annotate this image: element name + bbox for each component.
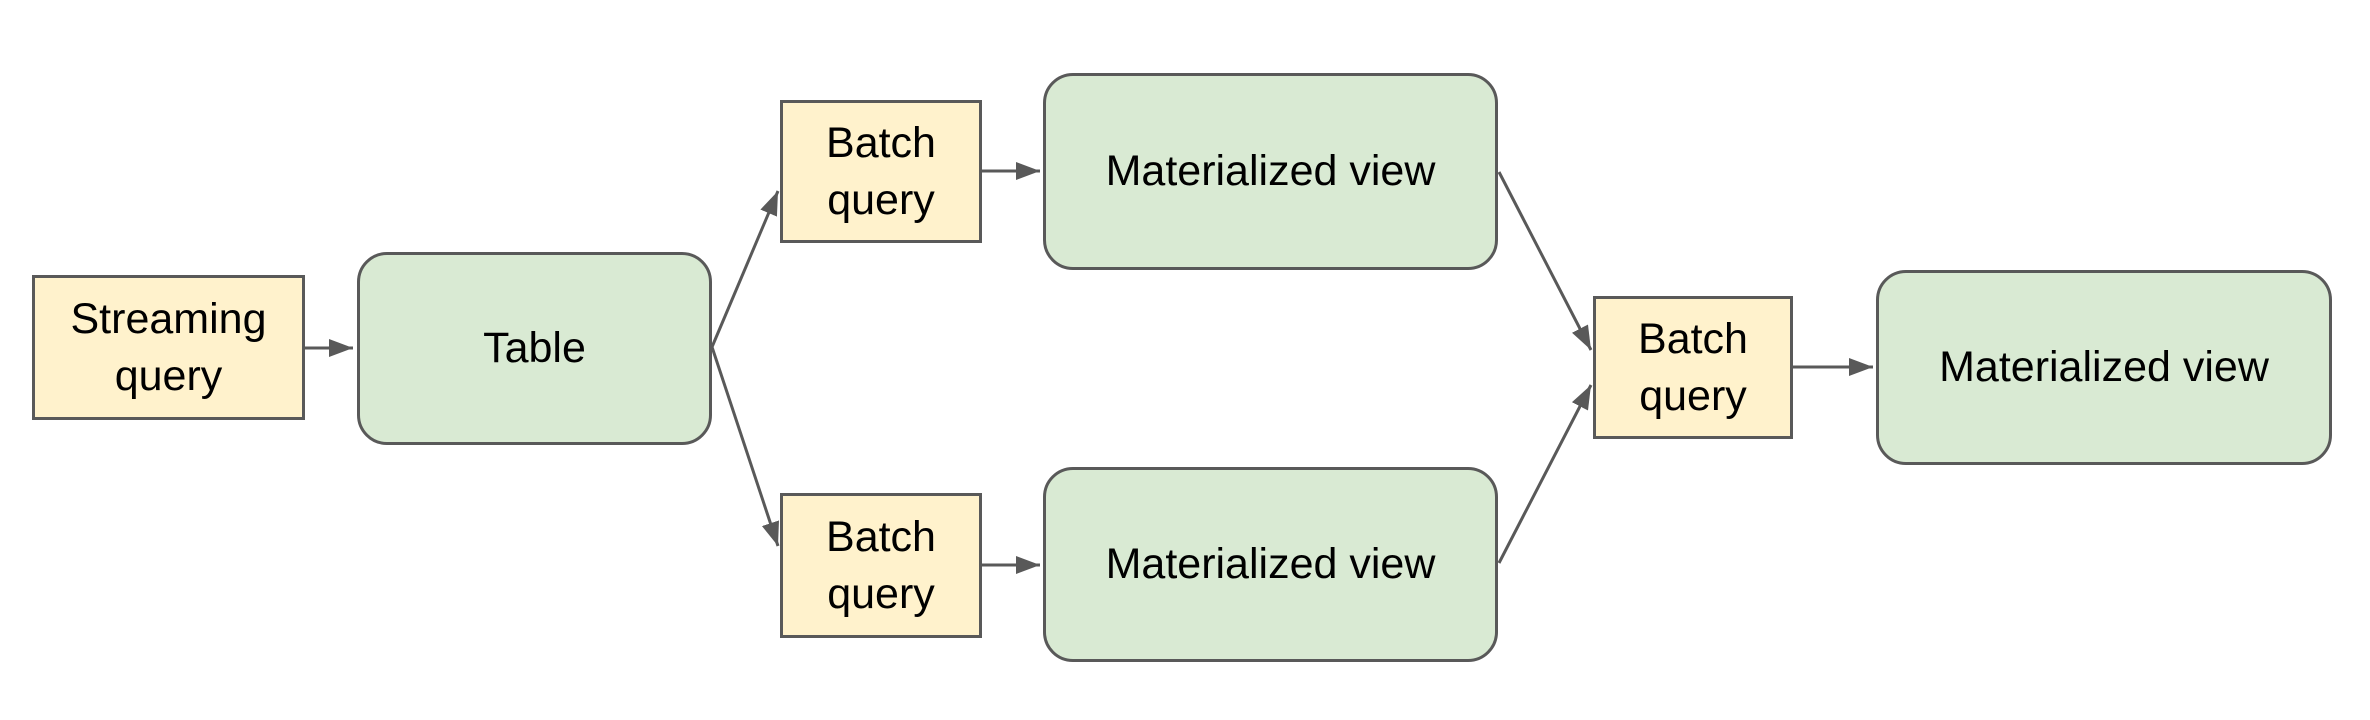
node-materialized-view-top: Materialized view xyxy=(1043,73,1498,270)
node-table-label: Table xyxy=(483,324,586,372)
node-streaming-query-label: Streaming query xyxy=(70,294,267,400)
node-batch-query-top-label: Batch query xyxy=(826,118,936,224)
arrow-table-to-batch-query-bottom xyxy=(710,346,780,547)
node-batch-query-bottom: Batch query xyxy=(780,493,982,638)
node-streaming-query: Streaming query xyxy=(32,275,305,420)
node-materialized-view-top-label: Materialized view xyxy=(1105,147,1436,195)
node-batch-query-bottom-label: Batch query xyxy=(826,512,936,618)
node-materialized-view-final: Materialized view xyxy=(1876,270,2332,465)
arrow-materialized-view-top-to-batch-query-merge xyxy=(1497,171,1593,351)
arrow-table-to-batch-query-top xyxy=(710,190,780,348)
node-materialized-view-bottom-label: Materialized view xyxy=(1105,540,1436,588)
node-batch-query-merge-label: Batch query xyxy=(1638,314,1748,420)
node-materialized-view-final-label: Materialized view xyxy=(1939,343,2269,391)
node-batch-query-top: Batch query xyxy=(780,100,982,243)
node-batch-query-merge: Batch query xyxy=(1593,296,1793,439)
node-materialized-view-bottom: Materialized view xyxy=(1043,467,1498,662)
arrow-materialized-view-bottom-to-batch-query-merge xyxy=(1497,384,1593,564)
node-table: Table xyxy=(357,252,712,445)
